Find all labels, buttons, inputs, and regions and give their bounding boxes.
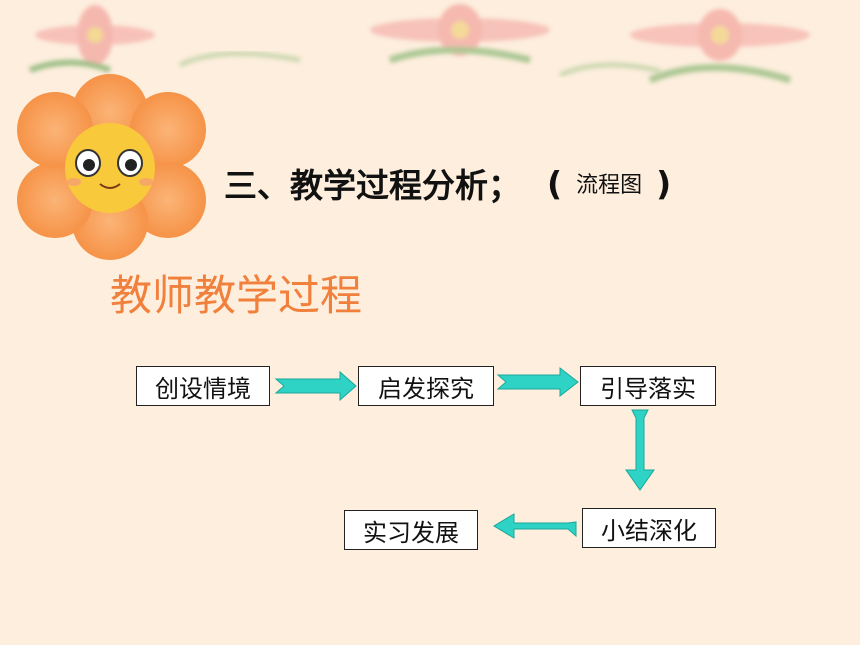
flow-step-1: 创设情境 (136, 366, 270, 406)
title-open-paren: ( (547, 163, 563, 203)
decorative-flower-icon (178, 51, 661, 78)
flow-step-3: 引导落实 (580, 366, 716, 406)
flow-step-4: 小结深化 (582, 508, 716, 548)
decorative-flower-icon (630, 9, 810, 84)
flow-step-5: 实习发展 (344, 510, 478, 550)
title-close-paren: ) (656, 163, 672, 203)
page-title: 三、教学过程分析； ( 流程图 ) (224, 158, 671, 208)
title-main: 三、教学过程分析； (224, 166, 521, 205)
flower-mascot-icon (17, 74, 206, 260)
flow-step-2: 启发探究 (358, 366, 494, 406)
title-note: 流程图 (576, 173, 643, 198)
section-subtitle: 教师教学过程 (110, 271, 363, 320)
decorative-flower-icon (370, 4, 550, 64)
decorative-flower-icon (28, 5, 155, 73)
